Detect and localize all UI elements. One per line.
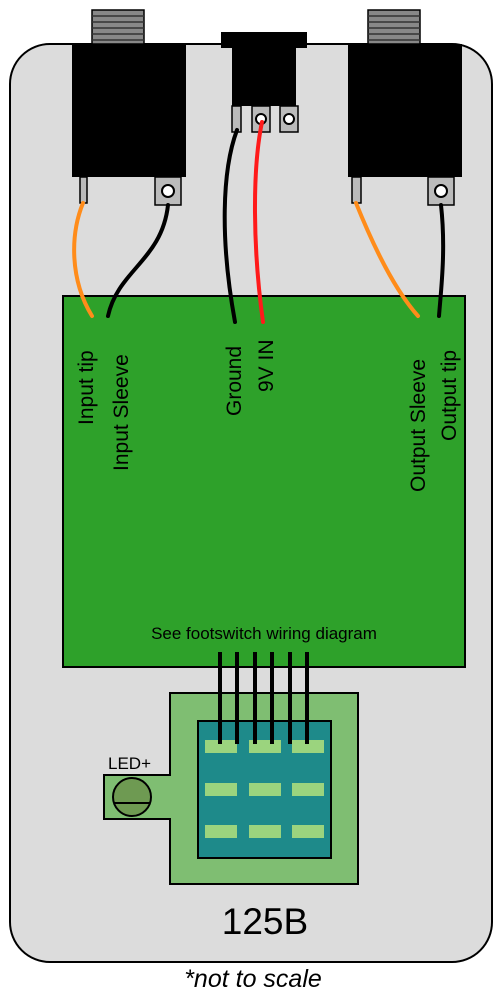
- input-tip-label: Input tip: [75, 350, 98, 425]
- footswitch-note: See footswitch wiring diagram: [151, 624, 377, 643]
- output-jack-body: [348, 44, 462, 177]
- ground-wire: [222, 128, 239, 324]
- output-tip-wire: [437, 203, 446, 318]
- ground-label: Ground: [223, 346, 246, 416]
- footswitch-wires: [218, 652, 309, 744]
- output-sleeve-wire: [354, 201, 420, 318]
- output-sleeve-label: Output Sleeve: [407, 359, 430, 492]
- footswitch-pads: [205, 740, 324, 838]
- output-jack-nut: [367, 9, 421, 45]
- output-tip-label: Output tip: [438, 350, 461, 441]
- input-jack-nut: [91, 9, 145, 45]
- led-icon: [112, 777, 152, 817]
- input-sleeve-wire: [106, 203, 170, 318]
- pcb-board: [62, 295, 466, 668]
- output-jack-sleeve-lug: [351, 176, 362, 204]
- nine-v-in-label: 9V IN: [255, 339, 278, 392]
- scale-note: *not to scale: [184, 965, 322, 993]
- input-sleeve-label: Input Sleeve: [110, 354, 133, 471]
- power-jack: [221, 32, 307, 133]
- led-label: LED+: [108, 754, 151, 773]
- input-jack-body: [72, 44, 186, 177]
- nine-v-wire: [252, 120, 265, 324]
- power-jack-body: [232, 44, 296, 106]
- output-jack: [348, 9, 462, 206]
- input-jack: [72, 9, 186, 206]
- input-tip-wire: [72, 201, 94, 318]
- input-jack-tip-lug: [79, 176, 88, 204]
- enclosure-label: 125B: [222, 901, 308, 942]
